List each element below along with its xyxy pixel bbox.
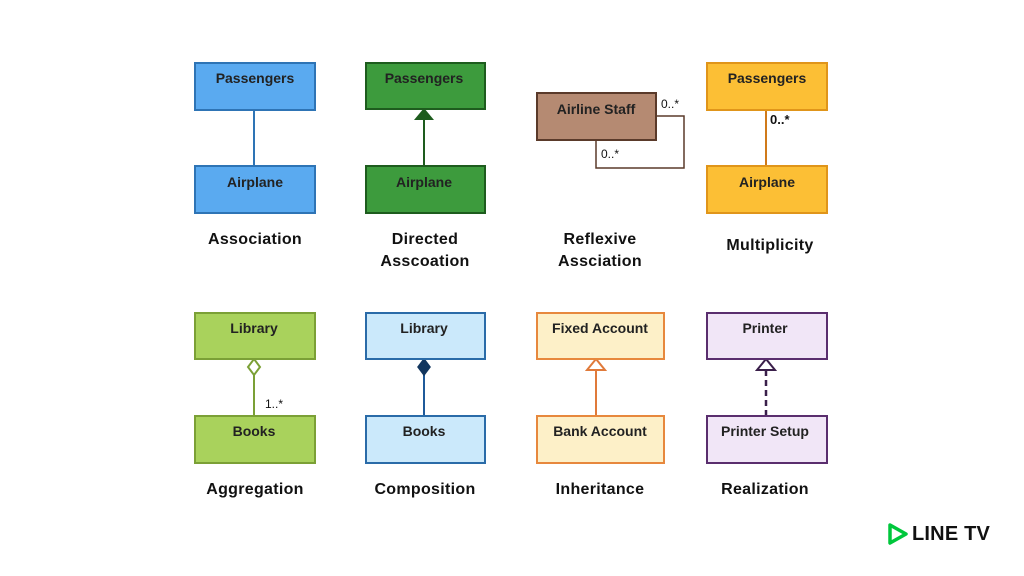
aggregation-hollow-diamond <box>246 357 262 377</box>
directed-association-diagram: Passengers Airplane <box>365 62 486 214</box>
aggregation-multiplicity: 1..* <box>265 397 283 411</box>
line-tv-logo: LINE TV <box>888 521 990 547</box>
aggregation-bottom-label: Books <box>233 423 276 439</box>
reflexive-box-label: Airline Staff <box>557 101 636 117</box>
aggregation-bottom-box <box>194 415 316 464</box>
aggregation-diagram: Library Books 1..* <box>194 312 316 464</box>
multiplicity-value: 0..* <box>770 112 790 127</box>
inheritance-diagram: Fixed Account Bank Account <box>536 312 665 464</box>
caption-multiplicity: Multiplicity <box>726 237 814 254</box>
realization-bottom-label: Printer Setup <box>721 423 809 439</box>
directed-arrowhead <box>414 108 434 120</box>
composition-top-box <box>365 312 486 360</box>
directed-bottom-box <box>365 165 486 214</box>
association-diagram: Passengers Airplane <box>194 62 316 214</box>
caption-directed-line1: Directed <box>391 231 459 248</box>
association-top-box <box>194 62 316 111</box>
caption-directed-line2: Asscoation <box>380 253 470 270</box>
caption-reflexive-association: Reflexive Assciation <box>520 229 680 273</box>
caption-inheritance: Inheritance <box>555 481 645 498</box>
caption-reflexive-line2: Assciation <box>558 253 642 270</box>
logo-text: LINE TV <box>912 522 991 545</box>
association-bottom-box <box>194 165 316 214</box>
caption-aggregation: Aggregation <box>206 481 304 498</box>
directed-top-box <box>365 62 486 110</box>
aggregation-top-box <box>194 312 316 360</box>
inheritance-bottom-label: Bank Account <box>553 423 647 439</box>
reflexive-box <box>536 92 657 141</box>
multiplicity-diagram: Passengers Airplane 0..* <box>706 62 828 214</box>
multiplicity-top-label: Passengers <box>728 70 807 86</box>
realization-diagram: Printer Printer Setup <box>706 312 828 464</box>
association-bottom-label: Airplane <box>227 174 283 190</box>
reflexive-multiplicity-right: 0..* <box>661 97 679 111</box>
composition-top-label: Library <box>400 320 448 336</box>
composition-filled-diamond <box>417 357 431 377</box>
realization-bottom-box <box>706 415 828 464</box>
caption-reflexive-line1: Reflexive <box>563 231 637 248</box>
composition-bottom-label: Books <box>403 423 446 439</box>
caption-directed-association: Directed Asscoation <box>345 229 505 273</box>
multiplicity-bottom-box <box>706 165 828 214</box>
directed-bottom-label: Airplane <box>396 174 452 190</box>
association-top-label: Passengers <box>216 70 295 86</box>
realization-top-label: Printer <box>742 320 788 336</box>
multiplicity-bottom-label: Airplane <box>739 174 795 190</box>
reflexive-loop-line <box>595 115 685 169</box>
reflexive-association-diagram: Airline Staff 0..* 0..* <box>536 92 685 169</box>
composition-diagram: Library Books <box>365 312 486 464</box>
aggregation-top-label: Library <box>230 320 278 336</box>
realization-top-box <box>706 312 828 360</box>
inheritance-bottom-box <box>536 415 665 464</box>
inheritance-top-label: Fixed Account <box>552 320 648 336</box>
caption-composition: Composition <box>374 481 476 498</box>
multiplicity-top-box <box>706 62 828 111</box>
inheritance-hollow-triangle <box>584 357 608 371</box>
play-triangle-icon <box>888 523 908 545</box>
caption-association: Association <box>208 231 302 248</box>
inheritance-top-box <box>536 312 665 360</box>
composition-bottom-box <box>365 415 486 464</box>
caption-realization: Realization <box>721 481 809 498</box>
realization-hollow-triangle <box>754 357 778 371</box>
reflexive-multiplicity-bottom: 0..* <box>601 147 619 161</box>
directed-top-label: Passengers <box>385 70 464 86</box>
